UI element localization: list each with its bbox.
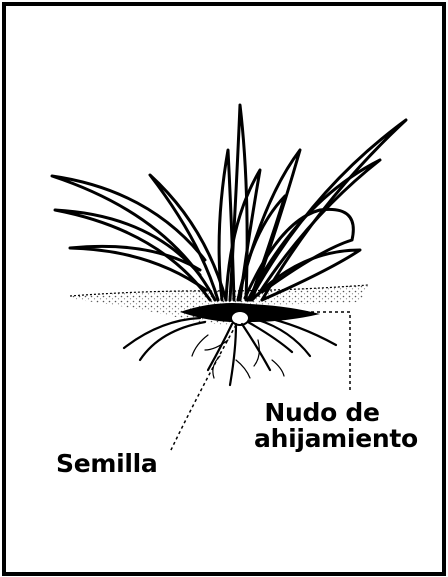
seed-label: Semilla: [56, 451, 158, 477]
tillering-node-label-line1: Nudo de: [254, 400, 390, 426]
leader-line-seed: [170, 325, 236, 452]
tillering-node-label-line2: ahijamiento: [254, 426, 390, 452]
tillering-node-label: Nudo de ahijamiento: [254, 400, 390, 452]
roots: [124, 316, 336, 385]
leaves: [52, 105, 406, 300]
